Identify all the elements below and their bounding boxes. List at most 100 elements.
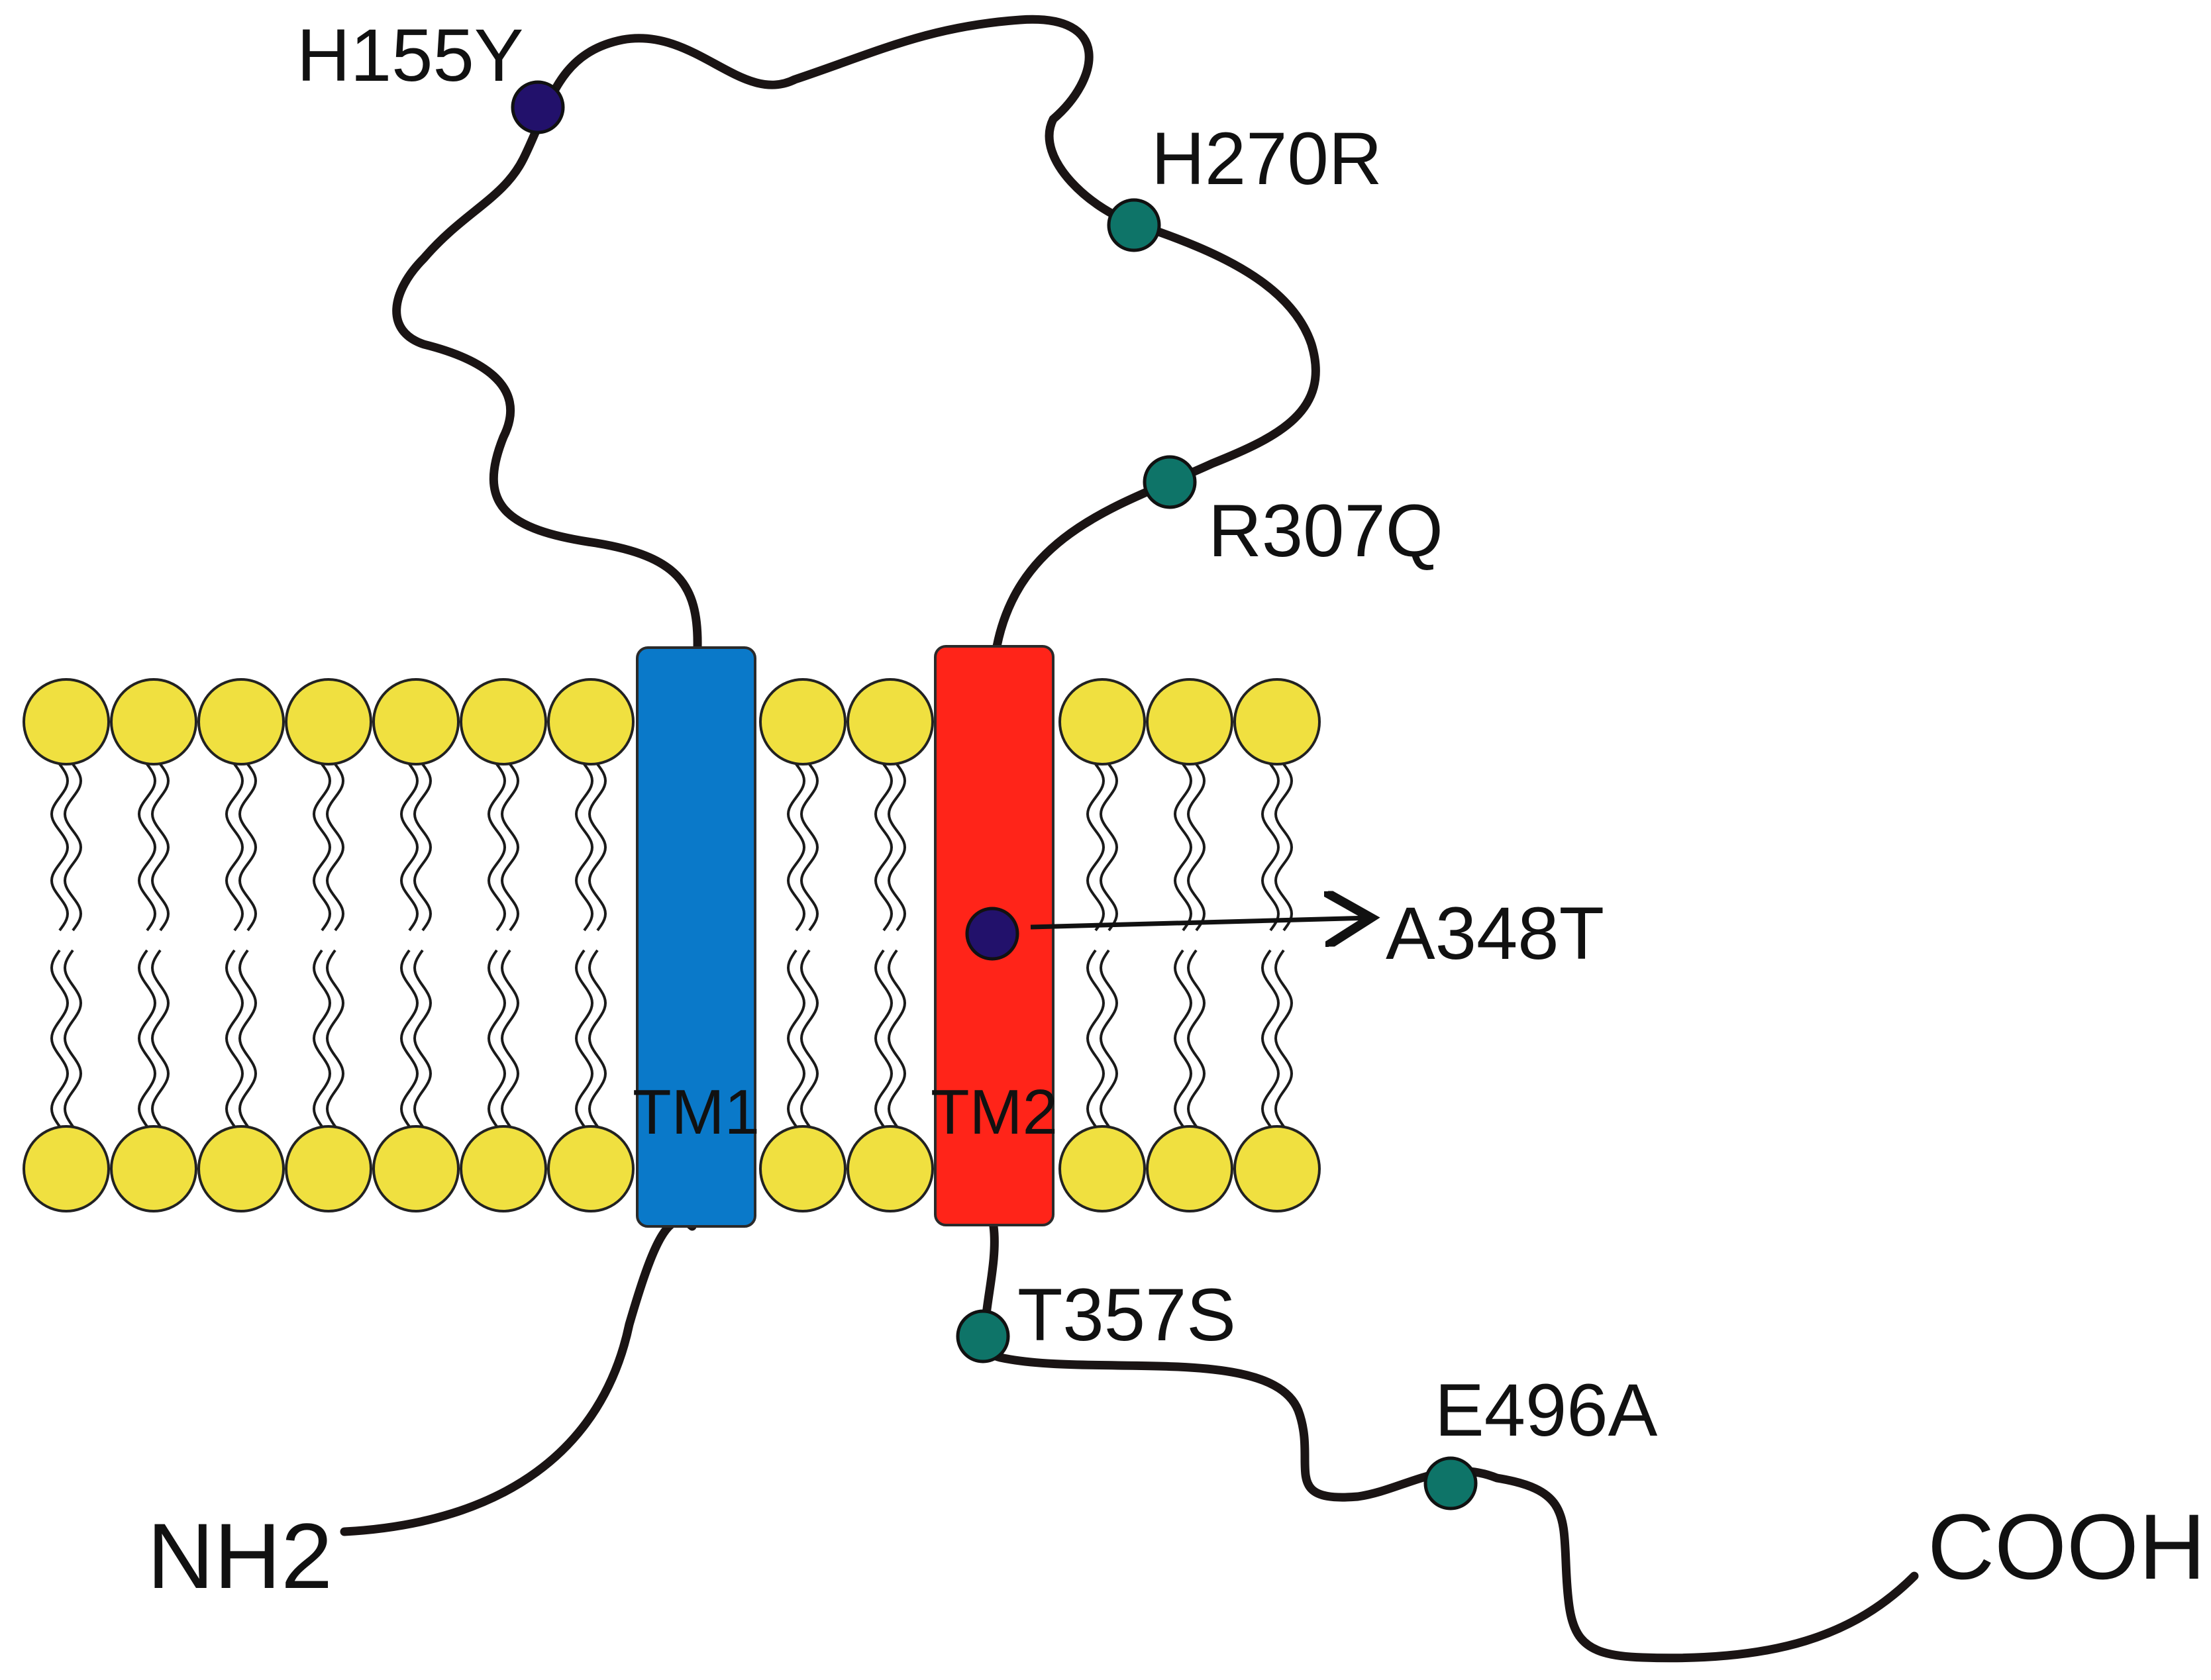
lipid-tail	[50, 763, 70, 932]
lipid-9	[847, 678, 934, 1212]
lipid-tail	[63, 763, 83, 932]
lipid-8	[759, 678, 847, 1212]
lipid-tail	[874, 949, 894, 1128]
mutation-marker-a348t	[965, 907, 1019, 961]
lipid-tail	[150, 763, 170, 932]
lipid-tail	[325, 949, 345, 1128]
lipid-tail	[786, 949, 806, 1128]
mutation-label-r307q: R307Q	[1208, 489, 1443, 572]
lipid-tail	[786, 763, 806, 932]
lipid-tail	[137, 763, 157, 932]
lipid-head-inner	[23, 1125, 110, 1212]
mutation-marker-r307q	[1143, 455, 1197, 509]
lipid-11	[1146, 678, 1233, 1212]
lipid-head-inner	[1233, 1125, 1321, 1212]
lipid-tail	[887, 949, 907, 1128]
lipid-1	[23, 678, 110, 1212]
lipid-6	[460, 678, 547, 1212]
lipid-head-outer	[847, 678, 934, 766]
lipid-head-outer	[23, 678, 110, 766]
lipid-head-outer	[110, 678, 197, 766]
lipid-2	[110, 678, 197, 1212]
mutation-label-h270r: H270R	[1151, 117, 1382, 200]
lipid-tail	[1260, 949, 1280, 1128]
lipid-head-inner	[110, 1125, 197, 1212]
lipid-tail	[799, 949, 819, 1128]
lipid-tail	[887, 763, 907, 932]
lipid-head-inner	[547, 1125, 635, 1212]
a348t-arrow	[1030, 918, 1371, 927]
tm1-label: TM1	[633, 1077, 760, 1148]
lipid-head-outer	[1058, 678, 1146, 766]
lipid-tail	[413, 763, 433, 932]
lipid-tail	[1274, 763, 1294, 932]
lipid-5	[372, 678, 460, 1212]
lipid-head-inner	[1146, 1125, 1233, 1212]
lipid-tail	[1099, 763, 1119, 932]
n-terminal-tail	[340, 1216, 697, 1536]
tm1-rect	[636, 646, 756, 1228]
lipid-4	[285, 678, 372, 1212]
lipid-tail	[225, 949, 244, 1128]
tm1-helix: TM1	[633, 646, 760, 1228]
lipid-tail	[487, 763, 507, 932]
n-terminus-label: NH2	[147, 1504, 333, 1608]
extracellular-loop	[392, 15, 1320, 652]
lipid-head-outer	[285, 678, 372, 766]
lipid-tail	[1086, 949, 1106, 1128]
c-terminal-tail	[981, 1222, 1919, 1663]
lipid-tail	[1260, 763, 1280, 932]
mutation-marker-e496a	[1423, 1456, 1478, 1510]
mutation-label-t357s: T357S	[1017, 1273, 1236, 1356]
lipid-tail	[50, 949, 70, 1128]
mutation-marker-h155y	[511, 80, 565, 134]
mutation-label-e496a: E496A	[1435, 1369, 1658, 1452]
lipid-tail	[399, 763, 419, 932]
lipid-3	[197, 678, 285, 1212]
lipid-head-outer	[759, 678, 847, 766]
mutation-label-a348t: A348T	[1386, 892, 1604, 975]
mutation-sites: H155Y H270R R307Q A348T T357S E496A	[297, 14, 1658, 1510]
lipid-tail	[874, 763, 894, 932]
lipid-head-inner	[847, 1125, 934, 1212]
mutation-marker-t357s	[956, 1309, 1010, 1363]
lipid-head-inner	[460, 1125, 547, 1212]
lipid-head-inner	[372, 1125, 460, 1212]
lipid-tail	[238, 763, 258, 932]
lipid-tail	[588, 949, 607, 1128]
mutation-label-h155y: H155Y	[297, 14, 523, 97]
lipid-head-outer	[372, 678, 460, 766]
lipid-bilayer	[23, 678, 1321, 1212]
lipid-tail	[1173, 763, 1193, 932]
lipid-tail	[574, 949, 594, 1128]
lipid-tail	[63, 949, 83, 1128]
tm2-label: TM2	[931, 1077, 1058, 1148]
lipid-tail	[574, 763, 594, 932]
lipid-head-outer	[1146, 678, 1233, 766]
lipid-12	[1233, 678, 1321, 1212]
lipid-head-outer	[460, 678, 547, 766]
lipid-tail	[588, 763, 607, 932]
lipid-tail	[137, 949, 157, 1128]
lipid-tail	[238, 949, 258, 1128]
lipid-tail	[399, 949, 419, 1128]
lipid-tail	[225, 763, 244, 932]
c-terminus-label: COOH	[1928, 1495, 2206, 1599]
lipid-tail	[487, 949, 507, 1128]
lipid-head-outer	[197, 678, 285, 766]
lipid-tail	[1086, 763, 1106, 932]
lipid-tail	[1186, 949, 1206, 1128]
lipid-tail	[150, 949, 170, 1128]
lipid-10	[1058, 678, 1146, 1212]
lipid-tail	[413, 949, 433, 1128]
lipid-tail	[1274, 949, 1294, 1128]
lipid-head-outer	[547, 678, 635, 766]
lipid-tail	[500, 949, 520, 1128]
lipid-head-inner	[285, 1125, 372, 1212]
lipid-tail	[500, 763, 520, 932]
lipid-tail	[1186, 763, 1206, 932]
lipid-tail	[799, 763, 819, 932]
lipid-7	[547, 678, 635, 1212]
